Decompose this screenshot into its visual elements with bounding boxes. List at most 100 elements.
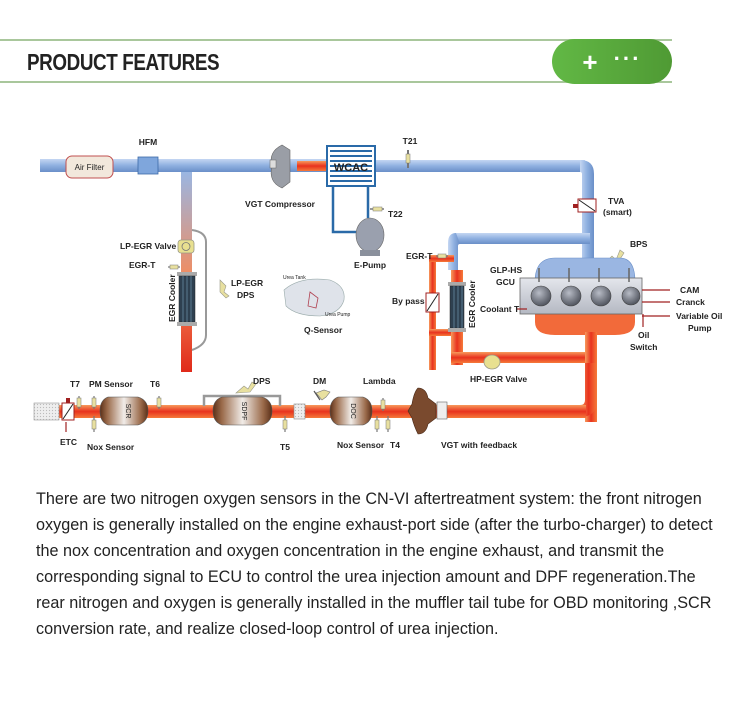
doc-label: DOC	[349, 403, 356, 419]
cylinder-2	[560, 285, 582, 307]
wcac-label: WCAC	[334, 162, 368, 174]
intake-branch-egr	[455, 233, 590, 244]
hp-egr-return-pipe	[451, 352, 589, 363]
egr-cooler-right-label: EGR Cooler	[467, 280, 477, 328]
egr-t-right-label: EGR-T	[406, 251, 433, 261]
by-pass-label: By pass	[392, 296, 425, 306]
cranck-label: Cranck	[676, 297, 705, 307]
exhaust-riser	[580, 363, 597, 417]
wcac-cooler	[326, 145, 376, 187]
lp-egr-cooler	[177, 272, 197, 326]
air-filter	[65, 155, 114, 179]
expand-more-button[interactable]: + ···	[552, 39, 672, 84]
pm-sensor-label: PM Sensor	[89, 379, 134, 389]
intake-manifold	[534, 257, 636, 283]
lp-egr-dps-label-line2: DPS	[237, 290, 255, 300]
exhaust-pipe-main	[36, 405, 586, 418]
vgt-turbine	[407, 387, 437, 435]
q-sensor-label: Q-Sensor	[304, 325, 343, 335]
egr-t-left-label: EGR-T	[129, 260, 156, 270]
glp-hs-label: GLP-HS	[490, 265, 522, 275]
coolant-t-label: Coolant T	[480, 304, 520, 314]
vgt-feedback-label: VGT with feedback	[441, 440, 517, 450]
hp-egr-bypass-top	[429, 255, 454, 262]
dm-label: DM	[313, 376, 326, 386]
cylinder-3	[590, 285, 612, 307]
etc-actuator	[66, 398, 70, 403]
description-paragraph: There are two nitrogen oxygen sensors in…	[36, 490, 713, 638]
intake-pipe-elbow	[580, 160, 594, 276]
nox-sensor-left-icon	[91, 419, 97, 430]
dm-doser-icon	[315, 389, 331, 401]
oil-switch-label-line1: Oil	[638, 330, 649, 340]
vgt-turbine-hub	[436, 401, 448, 420]
dps-sensor-icon	[235, 381, 257, 394]
t7-label: T7	[70, 379, 80, 389]
hfm-sensor	[137, 156, 159, 175]
variable-oil-label-line1: Variable Oil	[676, 311, 722, 321]
nox-sensor-right-label: Nox Sensor	[337, 440, 385, 450]
scr-label: SCR	[124, 404, 131, 419]
urea-mixer	[293, 403, 306, 420]
urea-pump-label: Urea Pump	[325, 312, 351, 318]
sdpf-label: SDPF	[240, 402, 247, 421]
engine-egr-aftertreatment-diagram: Air Filter HFM VGT Compressor WCAC E-Pum…	[33, 136, 722, 452]
hp-egr-valve	[483, 354, 501, 370]
cylinder-1	[530, 285, 552, 307]
more-dots-icon: ···	[613, 45, 642, 71]
gcu-label: GCU	[496, 277, 515, 287]
etc-label: ETC	[60, 437, 77, 447]
t6-sensor-icon	[156, 397, 162, 408]
nox-sensor-left-label: Nox Sensor	[87, 442, 135, 452]
tva-actuator	[573, 204, 578, 208]
e-pump-base	[360, 250, 380, 256]
air-filter-label: Air Filter	[75, 163, 105, 172]
urea-tank	[283, 278, 345, 317]
oil-switch-label-line2: Switch	[630, 342, 657, 352]
lp-egr-valve	[177, 239, 195, 254]
t21-label: T21	[403, 136, 418, 146]
hp-egr-cooler	[448, 282, 466, 332]
dps-label: DPS	[253, 376, 271, 386]
vgt-compressor-label: VGT Compressor	[245, 199, 316, 209]
tva-label-line1: TVA	[608, 196, 624, 206]
charge-air-hot-segment	[297, 161, 330, 171]
sdpf-dps-line	[202, 394, 282, 406]
t4-sensor-icon	[385, 419, 391, 430]
exhaust-manifold	[535, 314, 635, 335]
t22-sensor-icon	[372, 206, 383, 212]
urea-tank-label: Urea Tank	[283, 275, 306, 281]
doc-catalyst	[329, 396, 373, 426]
section-title: PRODUCT FEATURES	[27, 49, 220, 75]
plus-icon: +	[582, 46, 598, 77]
t21-sensor-icon	[405, 153, 411, 164]
cam-label: CAM	[680, 285, 699, 295]
egr-cooler-left-label: EGR Cooler	[167, 274, 177, 322]
wcac-coolant-loop	[331, 186, 370, 234]
urea-pump-icon	[307, 291, 319, 309]
t4-label: T4	[390, 440, 400, 450]
egr-t-right-sensor-icon	[437, 253, 447, 259]
variable-oil-label-line2: Pump	[688, 323, 712, 333]
t5-label: T5	[280, 442, 290, 452]
t5-sensor-icon	[282, 419, 288, 430]
t22-label: T22	[388, 209, 403, 219]
tva-label-line2: (smart)	[603, 207, 632, 217]
lp-egr-dps-icon	[219, 279, 230, 299]
lp-egr-valve-label: LP-EGR Valve	[120, 241, 176, 251]
hp-egr-bypass-bottom	[429, 329, 454, 336]
lp-egr-dps-line	[191, 229, 207, 351]
sdpf-filter	[212, 396, 273, 426]
vgt-compressor-hub	[269, 159, 277, 169]
bps-label: BPS	[630, 239, 648, 249]
cylinder-4	[621, 286, 641, 306]
hfm-label: HFM	[139, 137, 157, 147]
lp-egr-dps-label-line1: LP-EGR	[231, 278, 263, 288]
intake-pipe-after-wcac	[375, 160, 585, 172]
scr-catalyst	[99, 396, 149, 426]
lambda-sensor-icon	[380, 399, 386, 410]
nox-sensor-right-icon	[374, 419, 380, 430]
e-pump	[355, 217, 385, 253]
muffler-tail	[33, 402, 60, 421]
t7-sensor-icon	[76, 397, 82, 408]
